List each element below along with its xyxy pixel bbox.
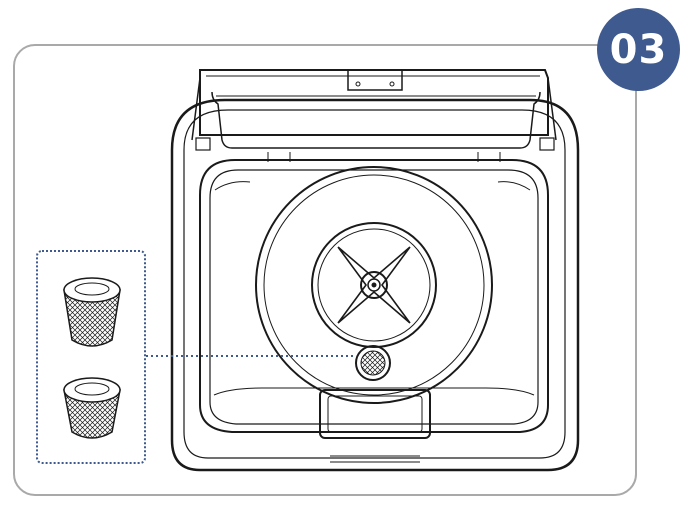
filter-callout-box bbox=[36, 250, 146, 464]
washing-machine-top-view-icon bbox=[170, 69, 580, 472]
step-number: 03 bbox=[609, 26, 668, 73]
lint-filter-icon bbox=[63, 277, 121, 347]
lint-filter-icon bbox=[63, 377, 121, 439]
step-badge: 03 bbox=[597, 8, 680, 91]
